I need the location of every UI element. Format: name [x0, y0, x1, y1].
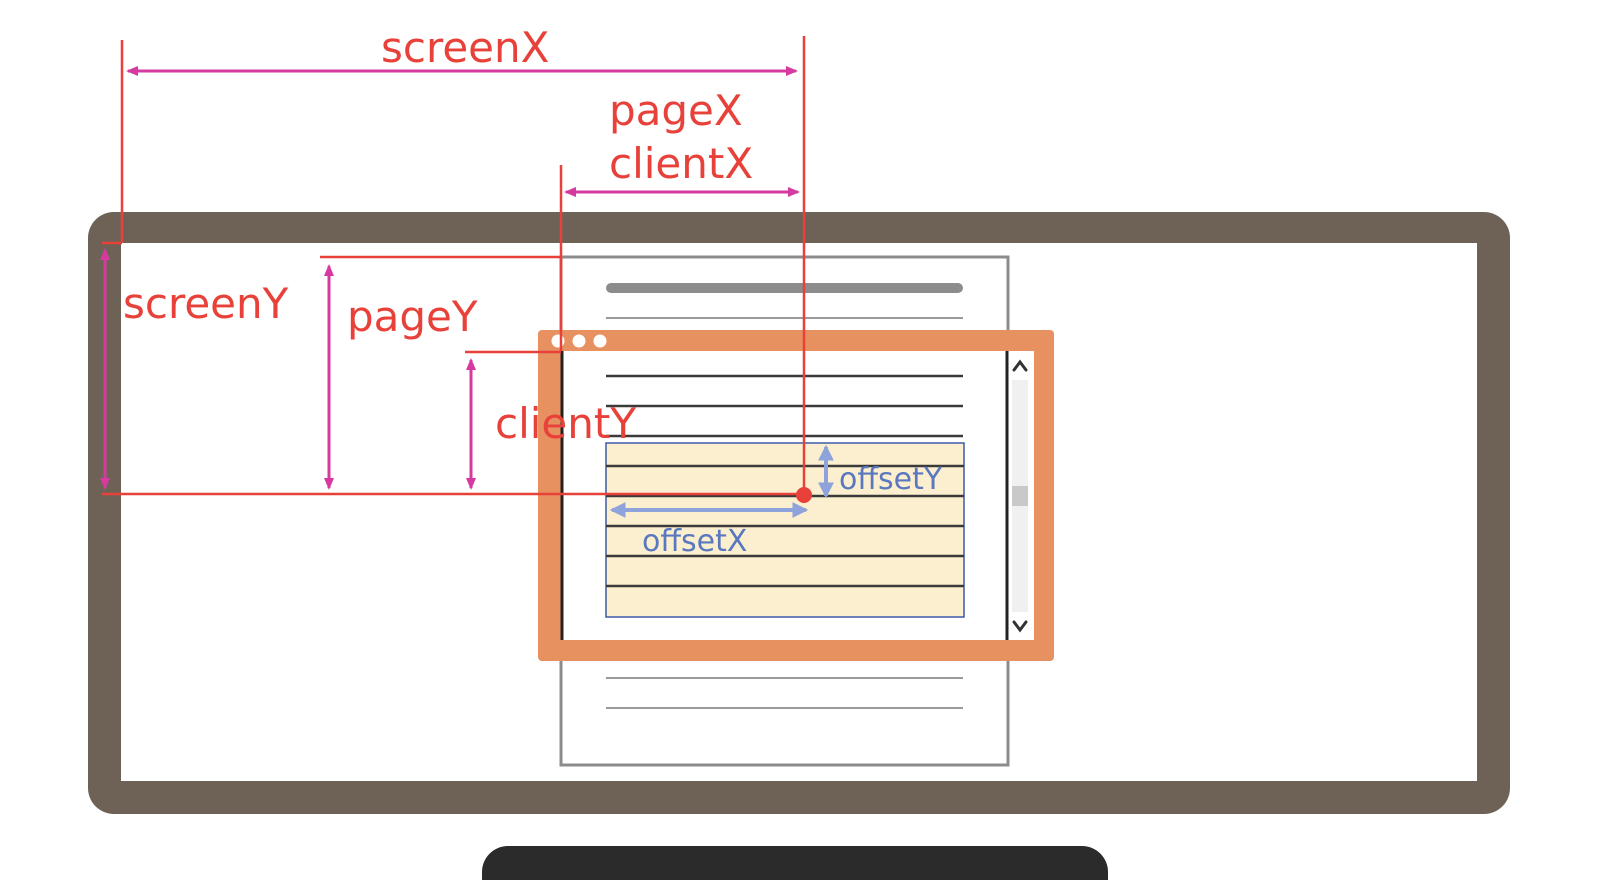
offset-y-label: offsetY: [839, 462, 943, 497]
chevron-up-icon[interactable]: [1012, 359, 1028, 372]
pointer-dot: [796, 487, 812, 503]
target-element-box[interactable]: [605, 442, 965, 618]
chevron-down-icon[interactable]: [1012, 620, 1028, 633]
offset-x-label: offsetX: [642, 524, 747, 559]
page-y-label: pageY: [347, 292, 478, 341]
monitor-stand: [482, 846, 1108, 880]
scrollbar[interactable]: [1009, 351, 1032, 640]
screen-y-label: screenY: [123, 279, 289, 328]
screen-x-label: screenX: [381, 23, 549, 72]
measure-arrows: [100, 66, 800, 490]
page-x-label: pageX: [609, 86, 743, 135]
client-y-label: clientY: [495, 399, 636, 448]
scrollbar-thumb[interactable]: [1012, 486, 1028, 506]
browser-window: [538, 330, 1054, 661]
offset-arrows: [609, 444, 834, 518]
window-control-dot[interactable]: [572, 334, 586, 348]
page-heading-line: [606, 283, 963, 293]
target-element[interactable]: [605, 442, 965, 618]
window-control-dot[interactable]: [551, 334, 565, 348]
window-control-dot[interactable]: [593, 334, 607, 348]
guide-lines: [102, 36, 806, 496]
client-x-label: clientX: [609, 139, 753, 188]
